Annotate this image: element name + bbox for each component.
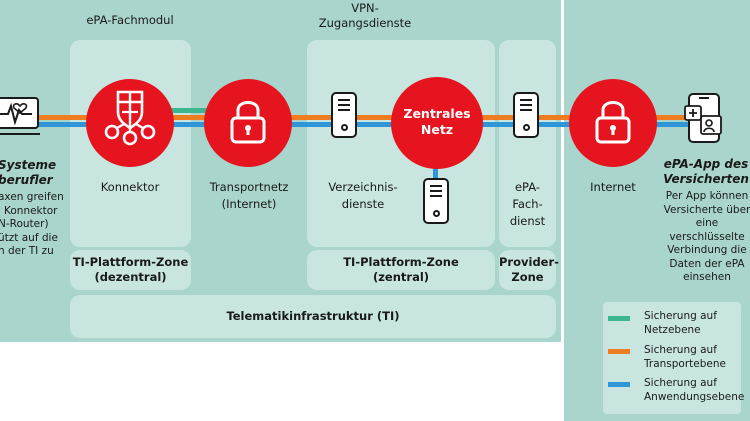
app-desc-line: Versicherte über	[663, 203, 750, 216]
left-title-line2: berufler	[0, 173, 53, 187]
app-desc-line: Daten der ePA	[669, 257, 745, 270]
legend-transportebene-line1: Sicherung auf	[644, 344, 717, 356]
legend-netzebene-line1: Sicherung auf	[644, 310, 717, 322]
left-desc-line: axen greifen	[0, 191, 64, 203]
panel-zone-provider	[499, 250, 556, 290]
label-zentrales-netz-line1: Zentrales	[403, 106, 471, 121]
line-netzebene	[150, 108, 240, 113]
panel-zone-zentral	[307, 250, 495, 290]
transportnetz-circle	[204, 79, 292, 167]
zentrales-netz-circle	[391, 77, 483, 169]
monitor-heartbeat-icon	[0, 97, 40, 135]
legend-swatch-netzebene	[608, 316, 630, 321]
legend-anwendungsebene-line2: Anwendungsebene	[644, 391, 745, 403]
label-fachdienst-line3: dienst	[509, 214, 546, 228]
shield-cross-icon	[104, 90, 156, 146]
label-transportnetz-line1: Transportnetz	[209, 180, 289, 194]
left-desc-line: N-Router)	[0, 218, 49, 230]
zone-dezentral-line2: (dezentral)	[94, 270, 167, 284]
internet-circle	[569, 79, 657, 167]
left-desc-line: Konnektor	[4, 204, 58, 217]
legend-netzebene-line2: Netzebene	[644, 324, 701, 336]
app-desc-line: einsehen	[683, 271, 731, 283]
label-fachdienst-line1: ePA-	[514, 180, 541, 194]
panel-zone-dezentral	[70, 250, 191, 290]
legend-swatch-anwendungsebene	[608, 382, 630, 387]
left-desc-line: ützt auf die	[0, 231, 58, 244]
app-description: Per App können Versicherte über eine ver…	[660, 190, 750, 285]
panel-provider	[499, 40, 556, 247]
app-desc-line: Verbindung die	[667, 244, 747, 256]
legend-anwendungsebene-line1: Sicherung auf	[644, 377, 717, 389]
server-icon	[513, 92, 539, 138]
label-konnektor: Konnektor	[100, 180, 160, 194]
header-vpn-line1: VPN-	[351, 1, 379, 15]
zone-zentral-line1: TI-Plattform-Zone	[343, 255, 459, 269]
padlock-icon	[595, 101, 631, 144]
app-desc-line: eine verschlüsselte	[669, 217, 745, 243]
legend-transportebene-line2: Transportebene	[644, 358, 726, 370]
label-zentrales-netz-line2: Netz	[420, 122, 454, 137]
server-icon	[331, 92, 357, 138]
zone-zentral-line2: (zentral)	[372, 270, 430, 284]
legend: Sicherung auf Netzebene Sicherung auf Tr…	[603, 302, 745, 414]
left-desc-line: n der TI zu	[0, 245, 54, 257]
app-title-line2: Versicherten	[663, 172, 749, 186]
label-internet: Internet	[590, 180, 636, 194]
label-transportnetz-line2: (Internet)	[221, 197, 277, 211]
panel-ti	[70, 295, 556, 338]
legend-swatch-transportebene	[608, 349, 630, 354]
zone-provider-line1: Provider-	[499, 255, 559, 269]
smartphone-medical-app-icon	[684, 93, 722, 143]
label-verzeichnis-line1: Verzeichnis-	[328, 180, 398, 194]
server-icon	[423, 178, 449, 224]
zone-dezentral-line1: TI-Plattform-Zone	[72, 255, 189, 269]
zone-ti-label: Telematikinfrastruktur (TI)	[226, 309, 400, 323]
header-fachmodul: ePA-Fachmodul	[86, 13, 174, 27]
left-title-line1: Systeme	[0, 158, 57, 172]
padlock-icon	[230, 101, 266, 144]
app-desc-line: Per App können	[665, 190, 749, 202]
label-fachdienst-line2: Fach-	[512, 197, 543, 211]
app-title-line1: ePA-App des	[663, 157, 749, 171]
zone-provider-line2: Zone	[511, 270, 544, 284]
header-vpn-line2: Zugangsdienste	[318, 16, 412, 30]
left-description: axen greifen Konnektor N-Router) ützt au…	[0, 191, 68, 259]
label-verzeichnis-line2: dienste	[341, 197, 385, 211]
